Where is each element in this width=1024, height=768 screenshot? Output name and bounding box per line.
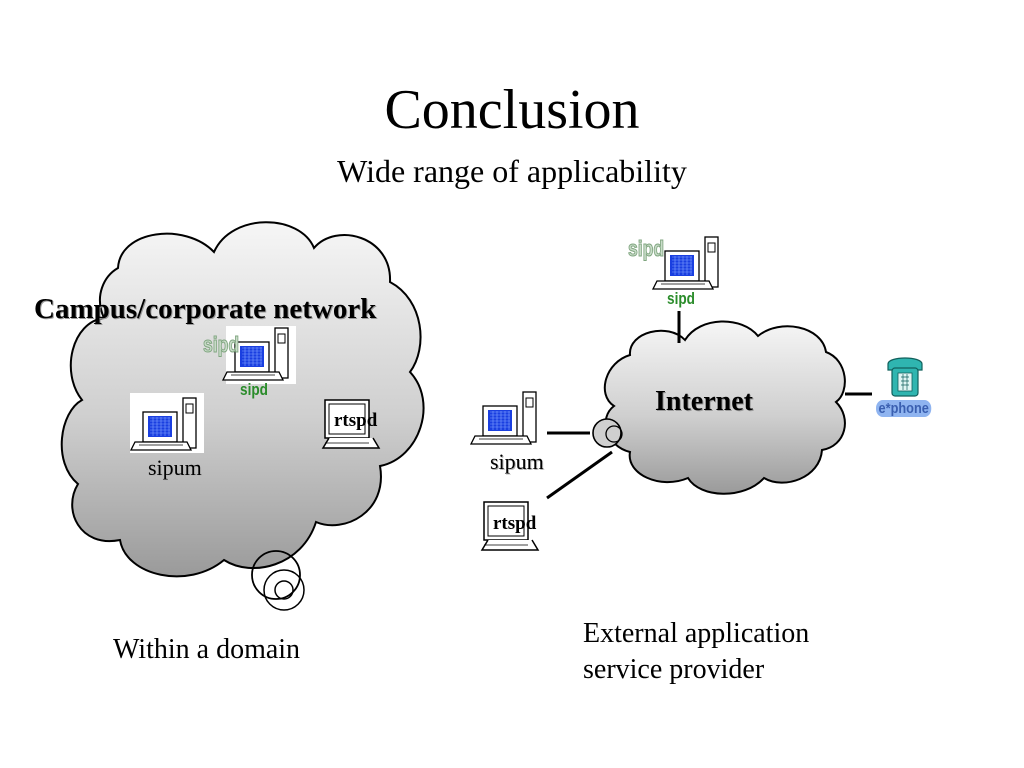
campus-rtspd-label: rtspd bbox=[334, 410, 378, 431]
campus-network-label: Campus/corporate network bbox=[34, 293, 377, 325]
caption-external-provider: External application service provider bbox=[583, 616, 809, 688]
caption-external-line2: service provider bbox=[583, 654, 765, 685]
caption-external-line1: External application bbox=[583, 618, 810, 649]
campus-sipum-computer-icon bbox=[130, 393, 204, 453]
campus-gateway-icon bbox=[251, 550, 305, 611]
phone-icon bbox=[887, 357, 923, 397]
campus-sipd-label: sipd bbox=[240, 380, 268, 399]
caption-within-domain: Within a domain bbox=[113, 634, 301, 665]
external-gateway-icon bbox=[592, 418, 623, 448]
external-sipd-label: sipd bbox=[667, 289, 695, 308]
campus-sipd-ghost-label: sipd bbox=[203, 332, 240, 358]
ephone-label: e*phone bbox=[876, 400, 932, 417]
external-sipum-computer-icon bbox=[470, 391, 537, 445]
external-rtspd-label: rtspd bbox=[493, 513, 537, 534]
external-sipd-ghost-label: sipd bbox=[628, 236, 665, 262]
internet-cloud bbox=[603, 320, 846, 495]
external-sipum-label: sipum bbox=[490, 449, 544, 474]
campus-sipd-computer-icon bbox=[222, 326, 296, 384]
campus-sipum-label: sipum bbox=[148, 455, 202, 480]
rtspd-gateway-link bbox=[546, 450, 613, 500]
internet-label: Internet bbox=[655, 386, 753, 417]
slide-subtitle: Wide range of applicability bbox=[337, 153, 687, 189]
campus-cloud bbox=[60, 221, 425, 578]
slide-title: Conclusion bbox=[384, 79, 640, 141]
